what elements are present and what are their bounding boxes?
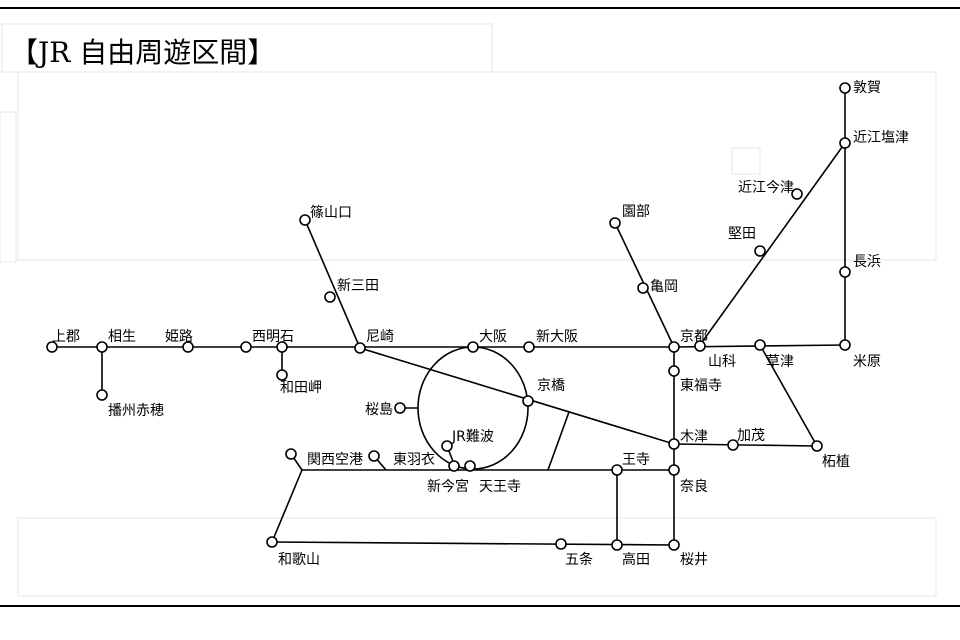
station-kyoto[interactable]	[668, 341, 680, 353]
station-shinimamiya[interactable]	[448, 460, 460, 472]
station-takada[interactable]	[611, 539, 623, 551]
station-gojo[interactable]	[555, 538, 567, 550]
station-nagahama[interactable]	[839, 266, 851, 278]
label-kyoto: 京都	[680, 329, 708, 345]
station-omishiotsu[interactable]	[839, 137, 851, 149]
station-aioi[interactable]	[96, 341, 108, 353]
station-nishiakashi[interactable]	[240, 341, 252, 353]
label-amagasaki: 尼崎	[366, 329, 394, 345]
station-kyobashi[interactable]	[522, 395, 534, 407]
station-markers	[46, 82, 851, 551]
station-oji[interactable]	[611, 464, 623, 476]
label-shinosaka: 新大阪	[536, 329, 578, 345]
station-wadamisaki[interactable]	[276, 369, 288, 381]
label-jrnamba: JR難波	[451, 429, 494, 445]
label-kansaiairport: 関西空港	[307, 452, 363, 468]
label-takada: 高田	[622, 551, 650, 568]
station-sakurai[interactable]	[668, 539, 680, 551]
label-tsuge: 柘植	[822, 454, 850, 470]
station-nara[interactable]	[668, 464, 680, 476]
label-kusatsu: 草津	[766, 354, 794, 370]
label-sasayamaguchi: 篠山口	[310, 205, 352, 221]
label-nishiakashi: 西明石	[252, 329, 294, 345]
label-nara: 奈良	[680, 479, 708, 495]
label-himeji: 姫路	[165, 329, 193, 345]
label-kamo: 加茂	[737, 427, 765, 444]
label-katata: 堅田	[728, 226, 756, 242]
station-shinosaka[interactable]	[523, 341, 535, 353]
station-sakurajima[interactable]	[394, 402, 406, 414]
station-kamo[interactable]	[727, 439, 739, 451]
label-yamashina: 山科	[708, 354, 736, 370]
label-wakayama: 和歌山	[278, 552, 320, 568]
station-sasayamaguchi[interactable]	[299, 214, 311, 226]
station-jrnamba[interactable]	[441, 440, 453, 452]
station-amagasaki[interactable]	[354, 342, 366, 354]
station-higashihagoromo[interactable]	[368, 450, 380, 462]
label-omiimazu: 近江今津	[738, 180, 794, 196]
label-kameoka: 亀岡	[650, 279, 678, 295]
station-kobe-junction[interactable]	[276, 341, 288, 353]
station-labels: 敦賀 近江塩津 近江今津 堅田 長浜 米原 篠山口 新三田 園部 亀岡 上郡 相…	[52, 80, 909, 568]
label-tennoji: 天王寺	[479, 479, 521, 495]
station-tsuruga[interactable]	[839, 82, 851, 94]
station-yamashina[interactable]	[694, 340, 706, 352]
station-maibara[interactable]	[839, 339, 851, 351]
station-kamigori[interactable]	[46, 341, 58, 353]
station-kansaiairport[interactable]	[285, 448, 297, 460]
label-higashifukuji: 東福寺	[680, 378, 722, 394]
label-shinimamiya: 新今宮	[427, 479, 469, 495]
station-katata[interactable]	[754, 245, 766, 257]
label-aioi: 相生	[108, 329, 136, 345]
label-osaka: 大阪	[479, 329, 507, 345]
label-sakurai: 桜井	[680, 552, 708, 568]
label-higashihagoromo: 東羽衣	[393, 452, 435, 468]
label-banshuako: 播州赤穂	[108, 403, 164, 419]
label-kamigori: 上郡	[52, 329, 80, 345]
station-osaka[interactable]	[467, 341, 479, 353]
map-title: 【JR 自由周遊区間】	[10, 36, 275, 69]
label-tsuruga: 敦賀	[853, 80, 881, 96]
label-omishiotsu: 近江塩津	[853, 130, 909, 146]
station-omiimazu[interactable]	[791, 188, 803, 200]
station-tsuge[interactable]	[811, 440, 823, 452]
background-panels	[0, 23, 937, 597]
label-oji: 王寺	[622, 452, 650, 468]
label-kyobashi: 京橋	[537, 378, 565, 394]
label-wadamisaki: 和田岬	[280, 380, 322, 396]
label-kizu: 木津	[680, 429, 708, 445]
station-wakayama[interactable]	[266, 536, 278, 548]
label-sonobe: 園部	[622, 204, 650, 220]
label-shinsanda: 新三田	[337, 278, 379, 294]
station-sonobe[interactable]	[609, 217, 621, 229]
station-banshuako[interactable]	[96, 389, 108, 401]
station-tennoji[interactable]	[464, 460, 476, 472]
label-nagahama: 長浜	[853, 254, 881, 270]
label-sakurajima: 桜島	[365, 402, 393, 418]
station-higashifukuji[interactable]	[668, 365, 680, 377]
station-shinsanda[interactable]	[324, 291, 336, 303]
label-maibara: 米原	[853, 354, 881, 370]
station-kameoka[interactable]	[637, 282, 649, 294]
station-kizu[interactable]	[668, 438, 680, 450]
station-himeji[interactable]	[182, 341, 194, 353]
station-kusatsu[interactable]	[754, 339, 766, 351]
label-gojo: 五条	[565, 551, 593, 568]
